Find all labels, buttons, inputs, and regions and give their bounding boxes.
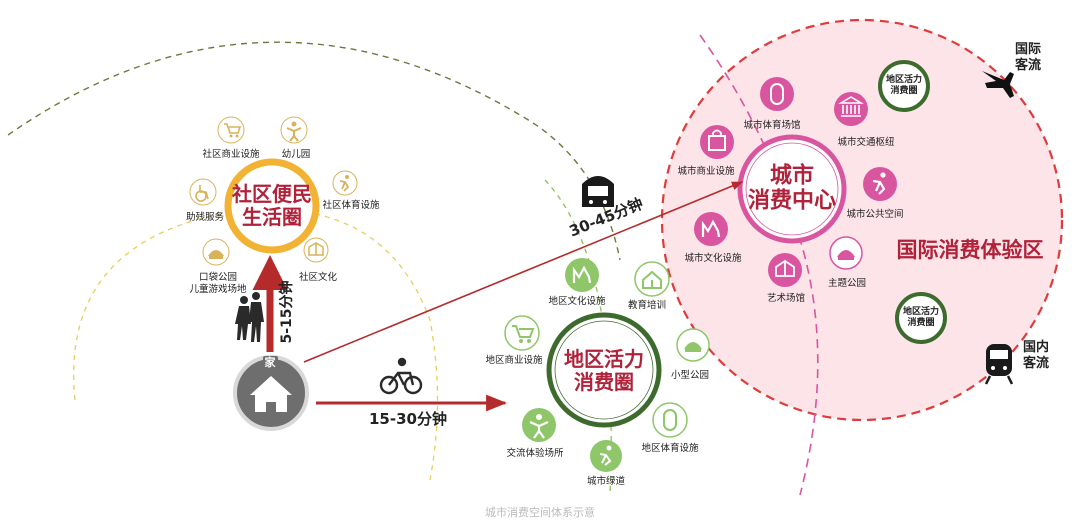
time-label-district: 15-30分钟 (369, 410, 447, 428)
exchange-icon (522, 408, 556, 442)
cyclist-icon (379, 357, 423, 395)
district-culture-icon (565, 258, 599, 292)
international-zone-circle (660, 18, 1064, 422)
district-greenway-label: 城市绿道 (586, 476, 626, 488)
greenway-icon (590, 440, 622, 472)
mini-top-line1: 地区活力 (885, 74, 923, 85)
figure-caption: 城市消费空间体系示意 (485, 506, 595, 519)
time-label-community: 5-15分钟 (279, 280, 295, 344)
community-ring (224, 158, 320, 254)
city-circle-title: 城市 消费中心 (748, 164, 836, 215)
district-sports-label: 地区体育设施 (641, 443, 699, 455)
district-title-line1: 地区活力 (564, 347, 644, 371)
city-public-space-label: 城市公共空间 (846, 209, 904, 221)
mini-bottom-line1: 地区活力 (902, 306, 940, 317)
city-commerce-icon (700, 125, 734, 159)
pocket-park-icon (202, 238, 230, 266)
community-commerce-label: 社区商业设施 (202, 149, 260, 161)
mini-bottom-line2: 消费圈 (907, 318, 935, 328)
public-space-icon (863, 167, 897, 201)
community-park-label: 口袋公园 儿童游戏场地 (189, 272, 246, 296)
wheelchair-icon (189, 178, 217, 206)
community-sports-label: 社区体育设施 (322, 200, 380, 212)
culture-box-icon (303, 237, 329, 263)
district-small-park-label: 小型公园 (670, 370, 710, 382)
district-exchange-label: 交流体验场所 (506, 448, 564, 460)
city-art-label: 艺术场馆 (766, 293, 806, 305)
international-flow-line1: 国际 (1015, 42, 1042, 57)
district-cart-icon (504, 315, 540, 351)
mini-district-label-bottom: 地区活力 消费圈 (903, 307, 939, 330)
mini-district-label-top: 地区活力 消费圈 (886, 75, 922, 98)
art-venue-icon (768, 253, 802, 287)
international-flow-line2: 客流 (1015, 57, 1042, 73)
international-flow-label: 国际 客流 (1015, 42, 1041, 73)
domestic-flow-line2: 客流 (1023, 355, 1050, 371)
domestic-flow-label: 国内 客流 (1023, 340, 1049, 371)
community-title-line1: 社区便民 (232, 182, 312, 206)
home-icon (233, 355, 309, 431)
education-icon (634, 261, 670, 297)
child-icon (280, 116, 308, 144)
outer-dashed-arc-green (7, 41, 621, 261)
community-accessibility-label: 助残服务 (185, 212, 225, 224)
city-title-line2: 消费中心 (747, 189, 837, 214)
walking-people-icon (235, 292, 264, 342)
city-culture-icon (694, 212, 728, 246)
community-title-line2: 生活圈 (242, 205, 302, 229)
international-zone-label: 国际消费体验区 (896, 238, 1044, 262)
district-ring (546, 312, 662, 428)
district-sports-icon (652, 402, 688, 438)
community-circle-title: 社区便民 生活圈 (232, 183, 312, 229)
arrow-to-city (303, 181, 744, 363)
city-transport-label: 城市交通枢纽 (837, 137, 895, 149)
city-sports-label: 城市体育场馆 (743, 120, 801, 132)
metro-icon (582, 176, 614, 207)
airplane-icon (982, 71, 1014, 98)
community-park-line2: 儿童游戏场地 (189, 284, 247, 295)
district-culture-label: 地区文化设施 (548, 296, 606, 308)
train-icon (984, 344, 1014, 385)
district-commerce-label: 地区商业设施 (485, 355, 543, 367)
green-dashed-arc-right (544, 179, 612, 496)
district-title-line2: 消费圈 (574, 370, 634, 394)
city-culture-label: 城市文化设施 (684, 253, 742, 265)
home-label: 家 (264, 356, 276, 370)
small-park-icon (676, 328, 710, 362)
mini-district-circle-bottom (895, 292, 947, 344)
theme-park-icon (829, 236, 863, 270)
community-kindergarten-label: 幼儿园 (281, 149, 311, 161)
city-sports-icon (760, 77, 794, 111)
mini-top-line2: 消费圈 (890, 86, 918, 96)
district-circle-title: 地区活力 消费圈 (564, 348, 644, 394)
district-education-label: 教育培训 (627, 300, 667, 312)
runner-icon (332, 170, 358, 196)
community-culture-label: 社区文化 (298, 272, 338, 284)
city-theme-park-label: 主题公园 (827, 278, 867, 290)
cart-icon (217, 116, 245, 144)
transport-hub-icon (834, 92, 868, 126)
domestic-flow-line1: 国内 (1023, 340, 1050, 355)
city-title-line1: 城市 (769, 163, 815, 189)
mini-district-circle-top (878, 60, 930, 112)
community-park-line1: 口袋公园 (198, 272, 238, 284)
city-commerce-label: 城市商业设施 (677, 166, 735, 178)
